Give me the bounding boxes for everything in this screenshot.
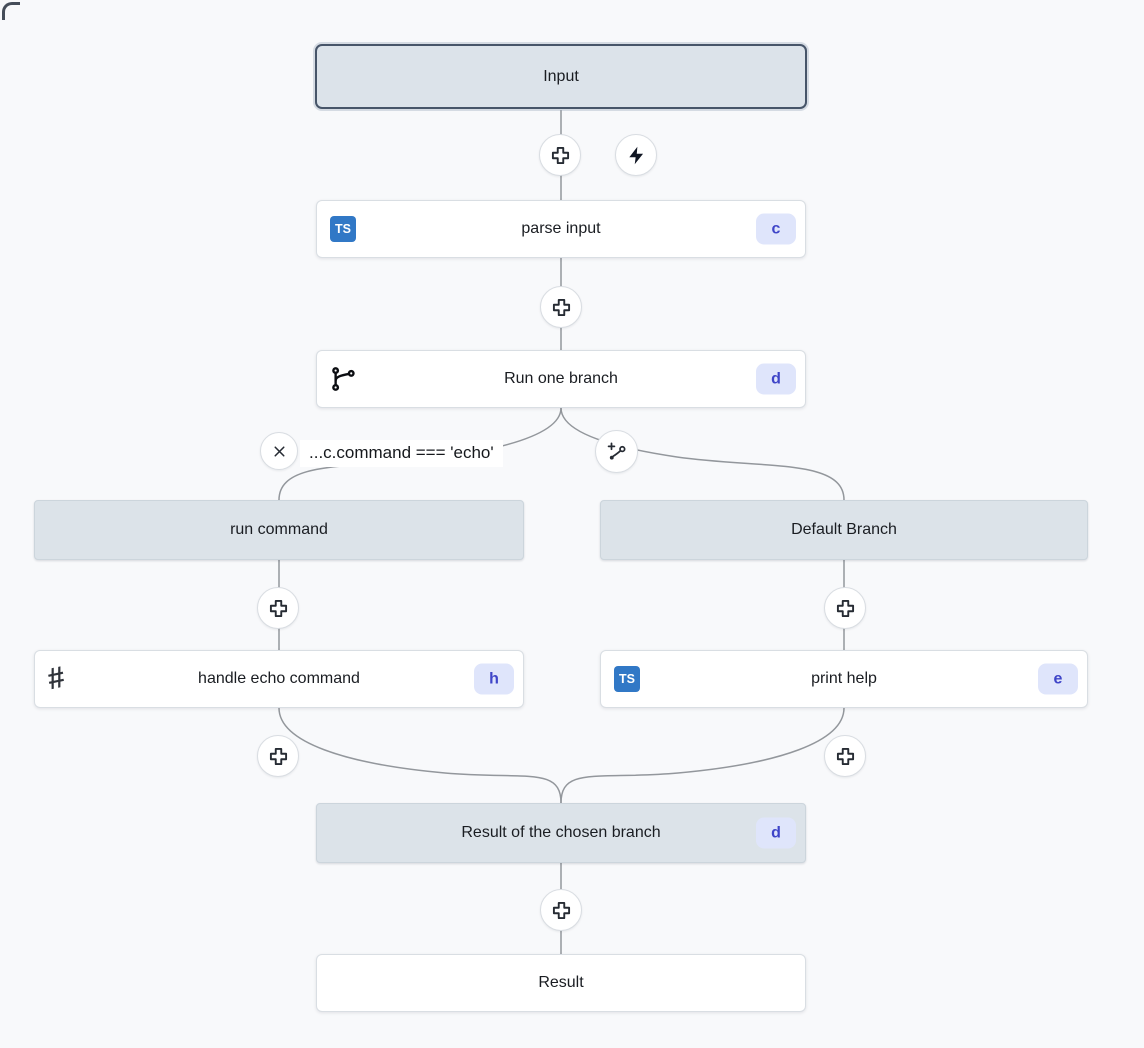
add-step-button[interactable] [824, 587, 866, 629]
add-branch-icon [606, 441, 628, 463]
add-step-button[interactable] [824, 735, 866, 777]
result-of-chosen-branch-node[interactable]: Result of the chosen branch d [316, 803, 806, 863]
lightning-icon [626, 145, 647, 166]
add-step-button[interactable] [539, 134, 581, 176]
run-one-branch-node-label: Run one branch [504, 370, 618, 387]
plus-icon [552, 298, 571, 317]
step-id-badge: c [756, 213, 796, 245]
plus-icon [836, 599, 855, 618]
add-branch-button[interactable] [595, 430, 638, 473]
branch-condition-label: ...c.command === 'echo' [300, 440, 503, 467]
step-id-badge: d [756, 817, 796, 849]
step-id-badge: d [756, 363, 796, 395]
input-node[interactable]: Input [315, 44, 807, 109]
run-command-branch-node[interactable]: run command [34, 500, 524, 560]
handle-echo-command-node-label: handle echo command [198, 670, 360, 687]
branch-condition-button[interactable] [260, 432, 298, 470]
plus-icon [551, 146, 570, 165]
x-icon [271, 443, 288, 460]
add-step-button[interactable] [540, 286, 582, 328]
git-branch-icon [330, 366, 356, 392]
trigger-button[interactable] [615, 134, 657, 176]
typescript-icon: TS [330, 216, 356, 242]
hash-icon: # [44, 660, 68, 697]
typescript-icon: TS [614, 666, 640, 692]
input-node-label: Input [543, 67, 579, 85]
result-node[interactable]: Result [316, 954, 806, 1012]
handle-echo-command-node[interactable]: # handle echo command h [34, 650, 524, 708]
add-step-button[interactable] [257, 735, 299, 777]
run-one-branch-node[interactable]: Run one branch d [316, 350, 806, 408]
result-of-chosen-branch-label: Result of the chosen branch [461, 824, 661, 841]
default-branch-label: Default Branch [791, 521, 897, 538]
run-command-branch-label: run command [230, 521, 328, 538]
print-help-node[interactable]: TS print help e [600, 650, 1088, 708]
plus-icon [552, 901, 571, 920]
print-help-node-label: print help [811, 670, 877, 687]
plus-icon [836, 747, 855, 766]
step-id-badge: e [1038, 663, 1078, 695]
parse-input-node[interactable]: TS parse input c [316, 200, 806, 258]
step-id-badge: h [474, 663, 514, 695]
plus-icon [269, 747, 288, 766]
plus-icon [269, 599, 288, 618]
parse-input-node-label: parse input [521, 220, 601, 237]
add-step-button[interactable] [540, 889, 582, 931]
result-node-label: Result [538, 974, 584, 991]
add-step-button[interactable] [257, 587, 299, 629]
window-corner-artifact [2, 2, 20, 20]
default-branch-node[interactable]: Default Branch [600, 500, 1088, 560]
